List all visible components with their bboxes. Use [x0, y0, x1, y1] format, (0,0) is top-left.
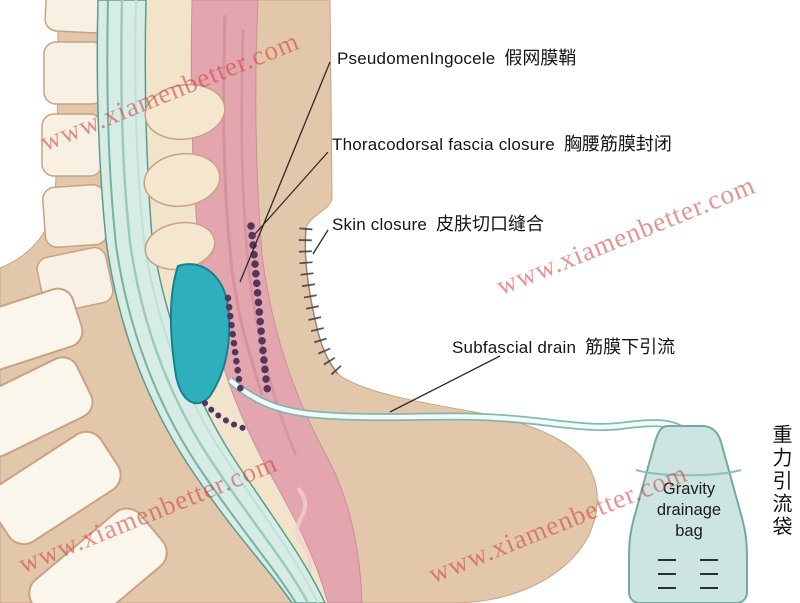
label-subfascial-drain-zh: 筋膜下引流 — [585, 337, 676, 357]
vertebra — [0, 430, 122, 546]
drainage-bag — [628, 425, 748, 603]
bag-volume-marks — [658, 559, 718, 589]
dura-line — [106, 0, 297, 603]
bag-label-line2: drainage — [656, 501, 722, 519]
label-fascia-closure-zh: 胸腰筋膜封闭 — [563, 134, 672, 154]
label-gravity-bag-vertical-cn: 重力引流袋 — [769, 424, 791, 539]
label-fascia-closure: Thoracodorsal fascia closure 胸腰筋膜封闭 — [332, 130, 672, 156]
label-pseudomeningocele-zh: 假网膜鞘 — [504, 48, 577, 68]
leader-line-fascia-closure — [254, 151, 329, 235]
bag-fluid-line — [635, 469, 742, 477]
label-pseudomeningocele: PseudomenIngocele 假网膜鞘 — [337, 44, 576, 70]
label-fascia-closure-en: Thoracodorsal fascia closure — [332, 135, 555, 154]
deep-suture-bead-chain — [224, 294, 245, 396]
vertebra — [0, 287, 84, 373]
pseudomeningocele-blob — [170, 263, 231, 405]
vertebra — [0, 356, 94, 458]
leader-line-skin-closure — [312, 229, 329, 255]
fascia-suture-bead-chain — [247, 222, 272, 398]
drain-tube — [228, 378, 689, 436]
muscle-fiber-streak — [222, 14, 264, 396]
bag-label-line1: Gravity — [662, 480, 716, 498]
leader-lines — [239, 61, 501, 413]
leader-line-pseudomeningocele — [239, 61, 331, 283]
vertebra — [28, 507, 168, 603]
label-pseudomeningocele-en: PseudomenIngocele — [337, 49, 496, 68]
vertebra — [43, 41, 105, 105]
leader-line-subfascial-drain — [389, 355, 501, 413]
spinous-process — [144, 83, 226, 141]
label-skin-closure: Skin closure 皮肤切口缝合 — [332, 210, 544, 236]
label-skin-closure-zh: 皮肤切口缝合 — [436, 214, 544, 234]
vertebra — [42, 183, 108, 249]
skin-incision-line — [304, 227, 339, 375]
cord-line — [134, 0, 319, 603]
label-subfascial-drain: Subfascial drain 筋膜下引流 — [452, 333, 675, 359]
spinal-canal — [96, 0, 326, 603]
label-gravity-drainage-bag: Gravity drainage bag — [632, 479, 746, 542]
spinous-processes — [143, 83, 226, 271]
label-skin-closure-en: Skin closure — [332, 215, 427, 234]
cord-line — [120, 0, 310, 603]
spinous-process — [143, 152, 221, 208]
interlaminar-region — [145, 0, 328, 603]
label-subfascial-drain-en: Subfascial drain — [452, 338, 577, 357]
bag-label-line3: bag — [675, 522, 703, 540]
vertebra-column-lower — [0, 287, 168, 603]
skin-suture-ticks — [298, 227, 343, 377]
